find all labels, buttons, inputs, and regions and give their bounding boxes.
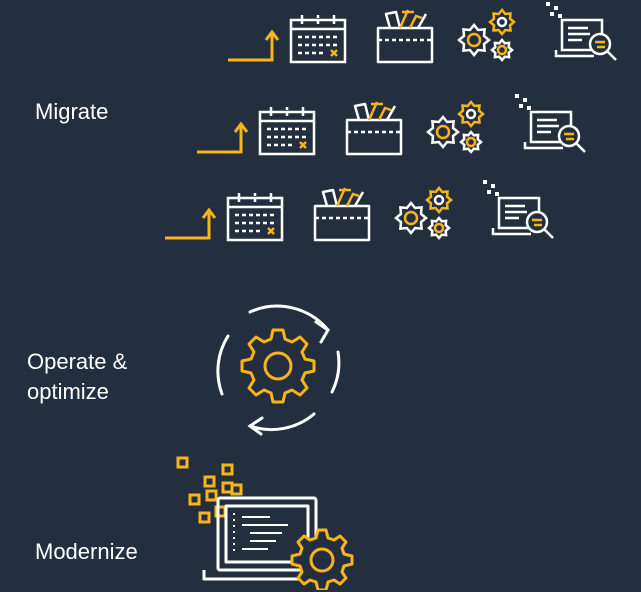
migration-row-3 bbox=[165, 178, 585, 242]
laptop-gear-icon bbox=[176, 456, 354, 590]
arrow-up-right-icon bbox=[228, 29, 280, 62]
toolbox-icon bbox=[313, 187, 371, 242]
calendar-icon bbox=[226, 193, 284, 242]
migration-row-1 bbox=[228, 0, 641, 64]
operate-optimize-label: Operate & optimize bbox=[27, 347, 187, 407]
migration-row-2 bbox=[197, 92, 617, 156]
gears-icon bbox=[457, 8, 516, 62]
laptop-search-icon bbox=[546, 2, 617, 61]
arrow-up-right-icon bbox=[165, 207, 217, 240]
laptop-search-icon bbox=[515, 94, 586, 153]
cycle-gear-icon bbox=[216, 304, 341, 436]
calendar-icon bbox=[289, 15, 347, 64]
laptop-search-icon bbox=[483, 180, 554, 239]
toolbox-icon bbox=[345, 101, 403, 156]
modernize-label: Modernize bbox=[35, 539, 138, 564]
operate-label-line-1: Operate & bbox=[27, 349, 128, 374]
operate-label-line-2: optimize bbox=[27, 379, 109, 404]
gears-icon bbox=[394, 186, 453, 240]
migrate-label: Migrate bbox=[35, 99, 109, 124]
toolbox-icon bbox=[376, 9, 434, 64]
calendar-icon bbox=[258, 107, 316, 156]
arrow-up-right-icon bbox=[197, 121, 249, 154]
gears-icon bbox=[426, 100, 485, 154]
